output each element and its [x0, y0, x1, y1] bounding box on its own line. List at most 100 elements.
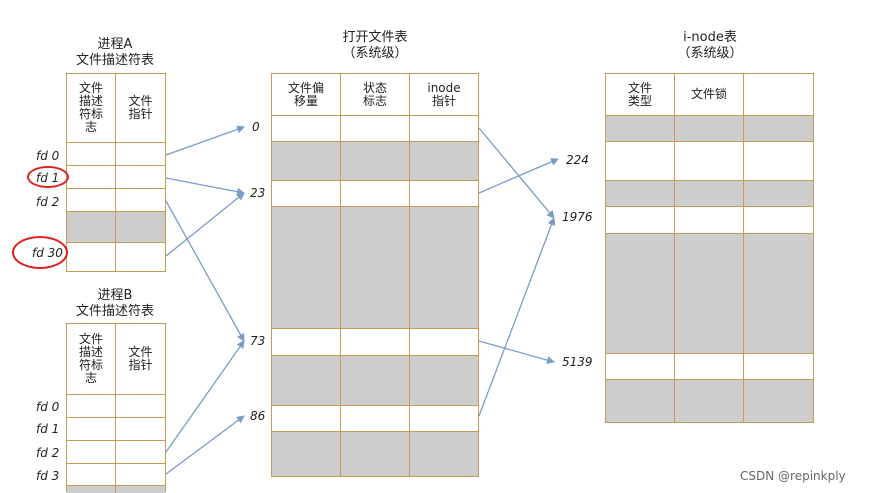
- table-row-gap: [272, 142, 341, 181]
- table-row: [116, 189, 165, 212]
- table-row-gap: [67, 212, 116, 243]
- table-row: [67, 143, 116, 166]
- open-file-entry-0: 0: [252, 120, 260, 134]
- open-file-col-offset: 文件偏 移量: [272, 74, 341, 116]
- arrow-0-to-1976: [478, 127, 555, 219]
- table-row: [116, 441, 165, 464]
- table-row: [341, 329, 410, 356]
- process-a-fd0-label: fd 0: [36, 149, 60, 163]
- arrow-a-fd2-to-73: [165, 200, 245, 342]
- arrow-23-to-224: [478, 158, 559, 194]
- arrow-73-to-5139: [478, 340, 555, 364]
- inode-col-extra: [744, 74, 813, 116]
- table-row-gap: [606, 116, 675, 142]
- table-row: [410, 329, 478, 356]
- open-file-col-status: 状态 标志: [341, 74, 410, 116]
- table-row: [67, 189, 116, 212]
- table-row-gap: [116, 212, 165, 243]
- inode-entry-5139: 5139: [562, 355, 593, 369]
- table-row: [67, 464, 116, 486]
- table-row: [67, 441, 116, 464]
- table-row-gap: [410, 207, 478, 329]
- table-row: [410, 116, 478, 142]
- table-row: [116, 143, 165, 166]
- arrow-86-to-1976: [478, 217, 556, 417]
- table-row-gap: [744, 181, 813, 207]
- arrow-a-fd1-to-23: [165, 177, 245, 196]
- table-row-gap: [675, 234, 744, 354]
- process-b-fd-table: 文件 描述 符标 志 文件 指针: [66, 323, 166, 493]
- arrow-b-fd2-to-73: [165, 340, 245, 453]
- table-row: [116, 243, 165, 271]
- table-row: [341, 181, 410, 207]
- inode-table: 文件 类型 文件锁: [605, 73, 814, 423]
- watermark: CSDN @repinkply: [740, 469, 846, 483]
- table-row-gap: [744, 116, 813, 142]
- process-a-col-flags: 文件 描述 符标 志: [67, 74, 116, 143]
- table-row-gap: [341, 356, 410, 406]
- process-b-title-line1: 进程B: [97, 288, 133, 303]
- table-row-gap: [341, 432, 410, 476]
- open-file-col-inode: inode 指针: [410, 74, 478, 116]
- inode-table-title-line1: i-node表: [683, 30, 737, 45]
- table-row: [67, 395, 116, 418]
- inode-entry-224: 224: [566, 153, 589, 167]
- table-row: [410, 406, 478, 432]
- open-file-table-title-line1: 打开文件表: [342, 30, 408, 45]
- table-row: [272, 116, 341, 142]
- table-row-gap: [675, 181, 744, 207]
- process-a-fd2-label: fd 2: [36, 195, 60, 209]
- table-row-gap: [744, 380, 813, 422]
- table-row: [606, 207, 675, 234]
- table-row: [341, 116, 410, 142]
- process-b-col-flags: 文件 描述 符标 志: [67, 324, 116, 395]
- table-row: [606, 142, 675, 181]
- arrow-a-fd0-to-0: [165, 125, 245, 156]
- inode-table-title: i-node表 （系统级）: [650, 30, 770, 62]
- table-row-gap: [272, 432, 341, 476]
- highlight-circle-fd1: [27, 166, 69, 188]
- table-row: [272, 329, 341, 356]
- open-file-entry-23: 23: [250, 186, 266, 200]
- table-row-gap: [341, 142, 410, 181]
- process-b-title-line2: 文件描述符表: [75, 304, 154, 319]
- process-a-title: 进程A 文件描述符表: [60, 37, 170, 69]
- highlight-circle-fd30: [12, 236, 68, 269]
- table-row: [606, 354, 675, 380]
- table-row-gap: [744, 234, 813, 354]
- table-row: [410, 181, 478, 207]
- table-row: [116, 418, 165, 441]
- table-row: [744, 142, 813, 181]
- table-row-gap: [410, 432, 478, 476]
- inode-table-title-line2: （系统级）: [677, 46, 743, 61]
- table-row: [675, 142, 744, 181]
- process-b-fd2-label: fd 2: [36, 446, 60, 460]
- inode-col-lock: 文件锁: [675, 74, 744, 116]
- table-row-gap: [67, 486, 116, 493]
- table-row: [272, 406, 341, 432]
- arrow-a-fd30-to-23: [165, 192, 245, 257]
- process-a-title-line2: 文件描述符表: [75, 53, 154, 68]
- table-row: [67, 243, 116, 271]
- process-b-title: 进程B 文件描述符表: [60, 288, 170, 320]
- inode-entry-1976: 1976: [562, 210, 593, 224]
- process-a-title-line1: 进程A: [97, 37, 133, 52]
- table-row-gap: [675, 116, 744, 142]
- open-file-table: 文件偏 移量 状态 标志 inode 指针: [271, 73, 479, 477]
- table-row: [116, 166, 165, 189]
- inode-col-type: 文件 类型: [606, 74, 675, 116]
- table-row: [67, 418, 116, 441]
- table-row: [272, 181, 341, 207]
- table-row: [675, 207, 744, 234]
- process-b-col-pointer: 文件 指针: [116, 324, 165, 395]
- table-row-gap: [116, 486, 165, 493]
- table-row: [744, 207, 813, 234]
- table-row: [116, 464, 165, 486]
- table-row: [744, 354, 813, 380]
- table-row-gap: [606, 380, 675, 422]
- table-row-gap: [272, 207, 341, 329]
- table-row-gap: [272, 356, 341, 406]
- table-row: [341, 406, 410, 432]
- open-file-table-title-line2: （系统级）: [342, 46, 408, 61]
- table-row-gap: [410, 142, 478, 181]
